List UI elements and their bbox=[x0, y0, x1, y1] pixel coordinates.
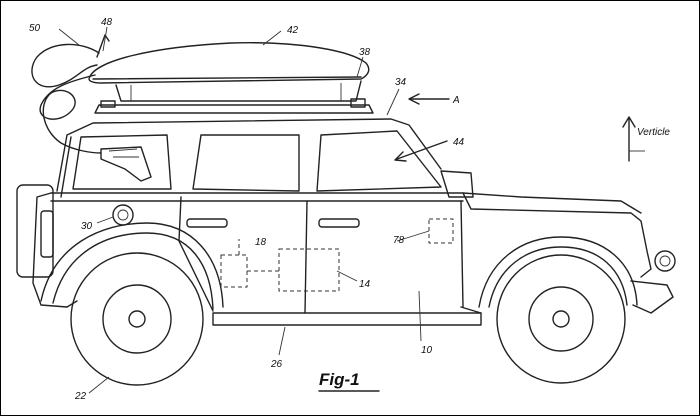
internal-components bbox=[220, 218, 454, 292]
charging-cable bbox=[31, 34, 152, 182]
vertical-indicator bbox=[622, 116, 645, 162]
label-48: 48 bbox=[101, 17, 113, 28]
vehicle-body bbox=[16, 118, 676, 326]
caption-text: Fig-1 bbox=[319, 370, 360, 389]
label-30: 30 bbox=[81, 221, 93, 232]
leader-lines bbox=[58, 26, 430, 394]
label-a: A bbox=[452, 95, 460, 106]
reference-labels: 50 48 42 38 34 A 44 Verticle 30 18 78 14… bbox=[29, 17, 670, 402]
label-34: 34 bbox=[395, 77, 407, 88]
arrow-a bbox=[408, 93, 450, 105]
roof-pod bbox=[88, 42, 374, 114]
label-22: 22 bbox=[74, 391, 87, 402]
label-42: 42 bbox=[287, 25, 299, 36]
label-38: 38 bbox=[359, 47, 371, 58]
label-verticle: Verticle bbox=[637, 127, 670, 138]
label-26: 26 bbox=[270, 359, 283, 370]
label-78: 78 bbox=[393, 235, 405, 246]
label-14: 14 bbox=[359, 279, 371, 290]
front-wheel bbox=[478, 236, 638, 384]
figure-caption: Fig-1 bbox=[318, 370, 380, 392]
label-18: 18 bbox=[255, 237, 267, 248]
label-50: 50 bbox=[29, 23, 41, 34]
arrow-44 bbox=[394, 140, 448, 162]
rear-wheel bbox=[40, 222, 224, 386]
label-10: 10 bbox=[421, 345, 433, 356]
label-44: 44 bbox=[453, 137, 465, 148]
